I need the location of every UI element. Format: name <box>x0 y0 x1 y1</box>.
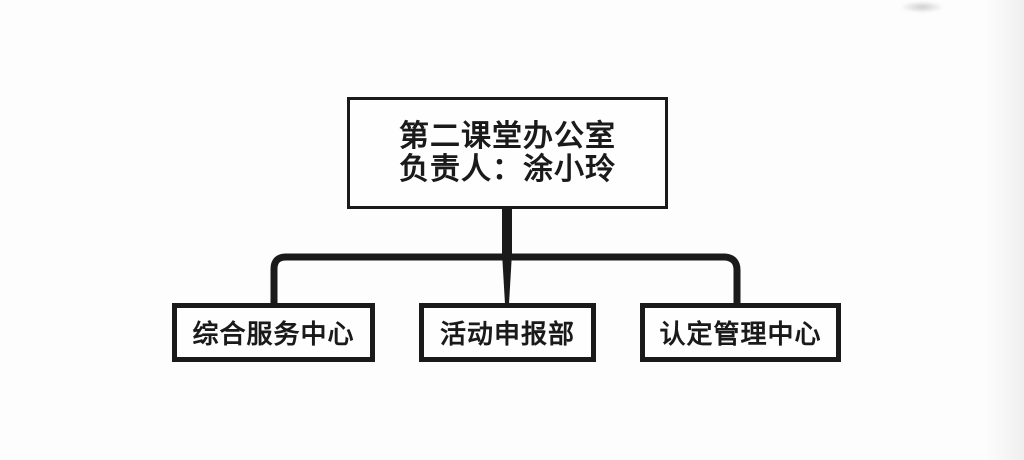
org-box-root: 第二课堂办公室 负责人：涂小玲 <box>347 97 668 209</box>
org-box-label: 综合服务中心 <box>192 319 355 349</box>
org-box-certification-center: 认定管理中心 <box>640 303 841 362</box>
org-box-activity-dept: 活动申报部 <box>419 303 596 362</box>
center-stem-line <box>502 208 512 304</box>
bracket-line <box>270 253 741 304</box>
root-title: 第二课堂办公室 <box>399 120 616 153</box>
org-box-label: 活动申报部 <box>439 319 575 349</box>
photo-smudge <box>900 1 944 13</box>
org-box-label: 认定管理中心 <box>659 319 822 349</box>
root-text: 第二课堂办公室 负责人：涂小玲 <box>399 120 616 186</box>
photo-edge-shading <box>984 0 1024 460</box>
org-box-service-center: 综合服务中心 <box>172 303 375 362</box>
root-subtitle: 负责人：涂小玲 <box>399 153 616 186</box>
